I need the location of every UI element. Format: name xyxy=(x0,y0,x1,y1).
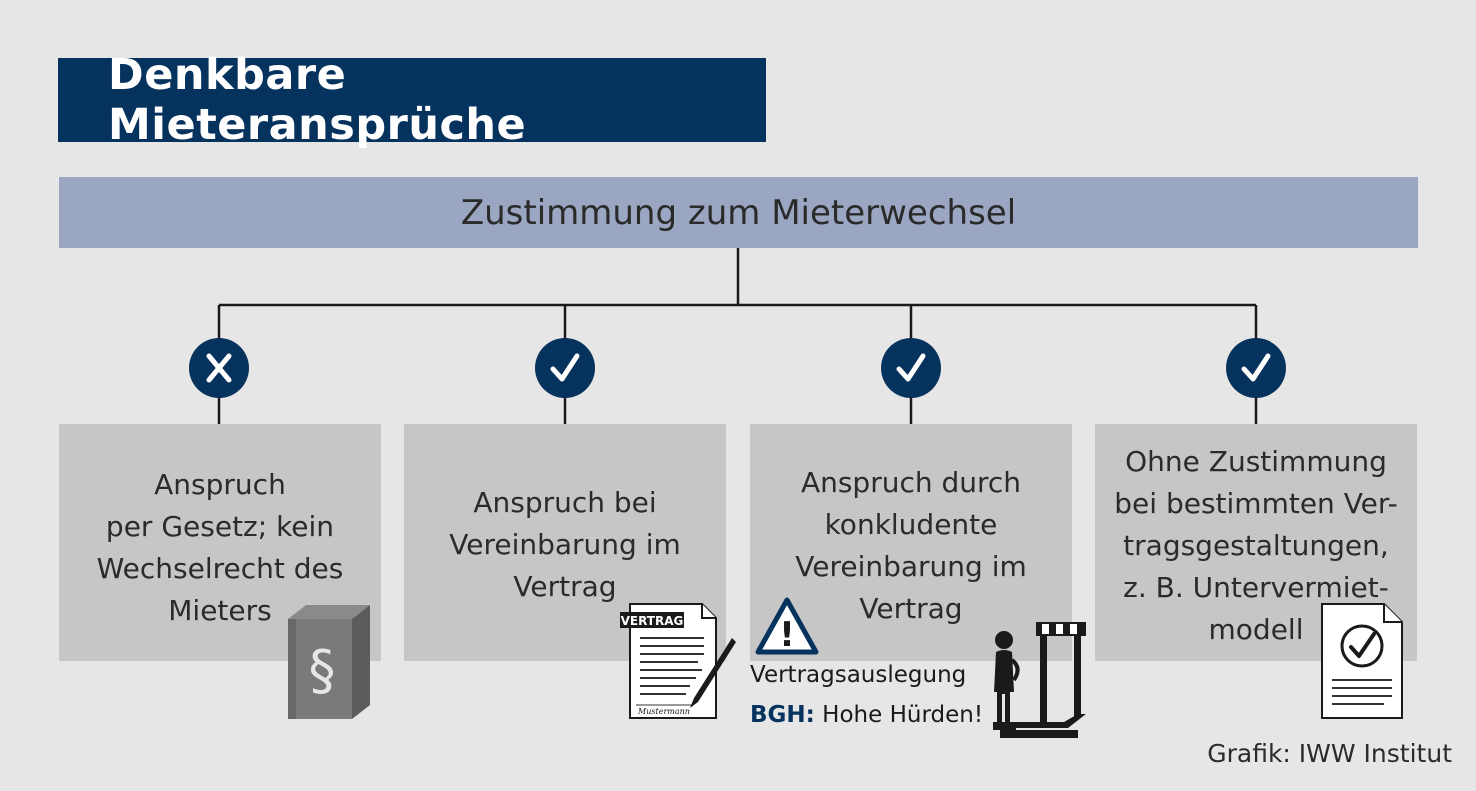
x-icon xyxy=(206,353,232,383)
option-2-line-1: Anspruch bei xyxy=(473,486,657,519)
warning-caption-line-2: BGH: Hohe Hürden! xyxy=(750,702,983,728)
option-1-line-3: Wechselrecht des xyxy=(96,552,344,585)
option-2-line-3: Vertrag xyxy=(513,570,617,603)
option-4-line-2: bei bestimmten Ver- xyxy=(1114,487,1398,520)
option-2-line-2: Vereinbarung im xyxy=(449,528,681,561)
option-card-3: Anspruch durch konkludente Vereinbarung … xyxy=(750,424,1072,661)
subtitle-text: Zustimmung zum Mieterwechsel xyxy=(460,192,1017,233)
option-3-line-4: Vertrag xyxy=(859,592,963,625)
option-3-line-1: Anspruch durch xyxy=(800,466,1022,499)
status-badge-1 xyxy=(189,338,249,398)
warning-icon: ! xyxy=(755,597,819,655)
status-badge-3 xyxy=(881,338,941,398)
option-3-line-3: Vereinbarung im xyxy=(795,550,1027,583)
page-title: Denkbare Mieteransprüche xyxy=(108,50,527,150)
subtitle-bar: Zustimmung zum Mieterwechsel xyxy=(59,177,1418,248)
check-icon xyxy=(896,353,926,382)
paragraph-symbol: § xyxy=(309,639,336,702)
check-icon xyxy=(1241,353,1271,382)
warning-symbol: ! xyxy=(779,615,795,655)
status-badge-2 xyxy=(535,338,595,398)
status-badge-4 xyxy=(1226,338,1286,398)
option-1-line-2: per Gesetz; kein xyxy=(105,510,335,543)
option-4-line-4: z. B. Untervermiet- xyxy=(1123,571,1389,604)
title-banner: Denkbare Mieteransprüche xyxy=(58,50,766,150)
credit-text: Grafik: IWW Institut xyxy=(1207,739,1452,768)
hurdle-icon xyxy=(993,622,1086,738)
warning-caption-line-1: Vertragsauslegung xyxy=(750,662,967,688)
option-4-line-1: Ohne Zustimmung xyxy=(1125,445,1387,478)
contract-icon: VERTRAG Mustermann xyxy=(620,603,736,719)
option-card-1: Anspruch per Gesetz; kein Wechselrecht d… xyxy=(59,424,381,661)
checked-document-icon xyxy=(1321,603,1403,719)
option-1-line-4: Mieters xyxy=(168,594,272,627)
option-1-line-1: Anspruch xyxy=(154,468,286,501)
option-3-line-2: konkludente xyxy=(824,508,998,541)
bgh-text: Hohe Hürden! xyxy=(822,702,984,728)
law-book-icon: § xyxy=(288,605,370,719)
contract-header: VERTRAG xyxy=(621,614,684,628)
check-icon xyxy=(550,353,580,382)
option-card-4: Ohne Zustimmung bei bestimmten Ver- trag… xyxy=(1095,424,1417,661)
option-4-line-5: modell xyxy=(1208,613,1304,646)
bgh-label: BGH: xyxy=(750,702,815,728)
option-4-line-3: tragsgestaltungen, xyxy=(1123,529,1389,562)
contract-signature: Mustermann xyxy=(637,707,690,716)
